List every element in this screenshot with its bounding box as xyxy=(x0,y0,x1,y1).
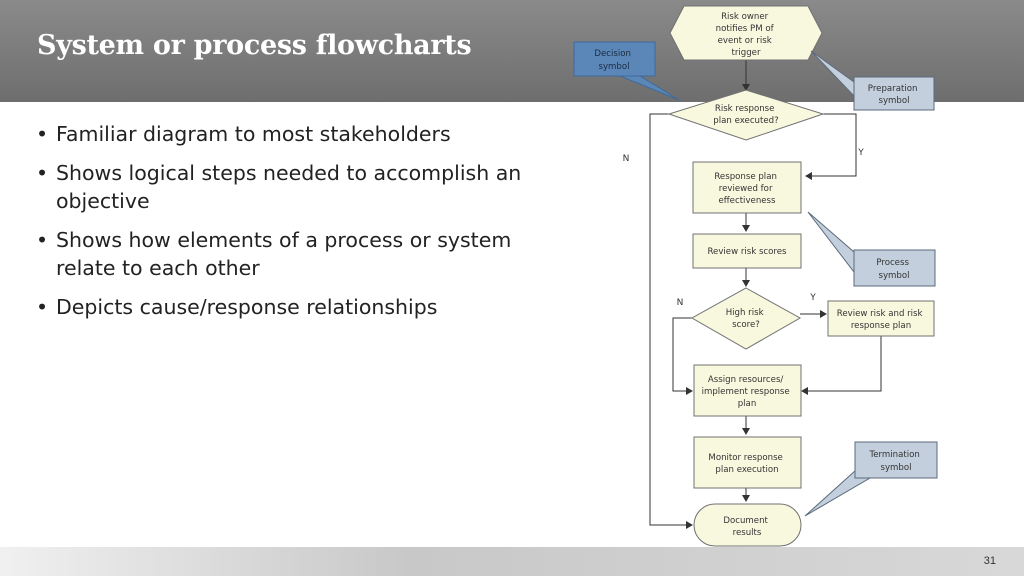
decision-shape xyxy=(667,89,825,141)
svg-text:Risk response plan execu: Risk response plan executed? xyxy=(713,104,778,126)
connector-decision1-no xyxy=(649,113,693,529)
decision1-line: Risk response xyxy=(715,104,775,114)
document-node: Document results xyxy=(693,503,802,547)
review-plan-node: Review risk and risk response plan xyxy=(827,300,935,337)
svg-text:Monitor response plan ex: Monitor response plan execution xyxy=(708,453,785,475)
reviewed-line: reviewed for xyxy=(719,184,773,194)
callout-pointer xyxy=(619,75,680,101)
decision-callout-line: symbol xyxy=(598,62,629,72)
bullet-item: Shows how elements of a process or syste… xyxy=(36,226,576,282)
footer-bar xyxy=(0,547,1024,576)
svg-text:Response plan reviewed f: Response plan reviewed for effectiveness xyxy=(714,172,779,206)
preparation-callout-line: symbol xyxy=(878,96,909,106)
decision-callout: Decision symbol xyxy=(573,41,680,101)
callout-pointer xyxy=(807,211,855,274)
callout-box xyxy=(853,249,936,287)
monitor-line: Monitor response xyxy=(708,453,782,463)
document-line: Document xyxy=(723,516,768,526)
monitor-node: Monitor response plan execution xyxy=(693,436,802,489)
review-plan-line: Review risk and risk xyxy=(837,309,923,319)
bullet-list: Familiar diagram to most stakeholders Sh… xyxy=(36,120,576,332)
start-node-line: trigger xyxy=(731,48,760,58)
svg-text:Termination symbol: Termination symbol xyxy=(868,450,922,473)
decision2-line: High risk xyxy=(726,308,764,318)
decision1-no-label: N xyxy=(623,154,630,164)
svg-text:Assign resources/ implem: Assign resources/ implement response pla… xyxy=(702,375,793,409)
decision-callout-line: Decision xyxy=(594,49,631,59)
svg-text:Process symbol: Process symbol xyxy=(876,258,911,281)
termination-shape xyxy=(693,503,802,547)
bullet-item: Depicts cause/response relationships xyxy=(36,293,576,321)
connector-review-to-assign xyxy=(801,336,882,395)
decision1-node: Risk response plan executed? xyxy=(667,89,825,141)
assign-line: implement response xyxy=(702,387,790,397)
start-node: Risk owner notifies PM of event or risk … xyxy=(669,5,823,61)
callout-box xyxy=(853,76,935,111)
scores-node: Review risk scores xyxy=(692,233,802,269)
decision-shape xyxy=(690,287,802,350)
preparation-shape xyxy=(669,5,823,61)
callout-box xyxy=(573,41,656,77)
process-shape xyxy=(693,436,802,489)
callout-box xyxy=(854,441,938,479)
svg-text:High risk score?: High risk score? xyxy=(726,308,767,330)
bullet-item: Shows logical steps needed to accomplish… xyxy=(36,159,576,215)
connector-decision2-no xyxy=(672,317,693,395)
reviewed-line: Response plan xyxy=(714,172,777,182)
svg-text:Decision symbol: Decision symbol xyxy=(594,49,633,72)
svg-text:Review risk and risk res: Review risk and risk response plan xyxy=(837,309,926,331)
termination-callout: Termination symbol xyxy=(804,441,938,517)
process-shape xyxy=(692,233,802,269)
decision2-line: score? xyxy=(732,320,760,330)
svg-text:Document results: Document results xyxy=(723,516,770,538)
process-callout-line: symbol xyxy=(878,271,909,281)
reviewed-line: effectiveness xyxy=(718,196,776,206)
termination-callout-line: Termination xyxy=(868,450,919,460)
termination-callout-line: symbol xyxy=(880,463,911,473)
decision1-yes-label: Y xyxy=(857,148,864,158)
preparation-callout: Preparation symbol xyxy=(810,50,935,111)
start-node-line: notifies PM of xyxy=(716,24,775,34)
decision2-yes-label: Y xyxy=(809,293,816,303)
slide-title: System or process flowcharts xyxy=(37,30,472,61)
process-shape xyxy=(827,300,935,337)
assign-line: plan xyxy=(738,399,757,409)
process-callout: Process symbol xyxy=(807,211,936,287)
svg-text:Risk owner notifies PM o: Risk owner notifies PM of event or risk … xyxy=(716,12,777,58)
process-shape xyxy=(693,364,802,417)
preparation-callout-line: Preparation xyxy=(868,84,918,94)
callout-pointer xyxy=(810,50,855,98)
start-node-line: event or risk xyxy=(718,36,772,46)
page-number: 31 xyxy=(983,555,996,567)
connector-decision1-yes xyxy=(805,113,857,180)
bullet-item: Familiar diagram to most stakeholders xyxy=(36,120,576,148)
assign-line: Assign resources/ xyxy=(708,375,784,385)
monitor-line: plan execution xyxy=(715,465,778,475)
process-shape xyxy=(692,161,802,214)
start-node-line: Risk owner xyxy=(721,12,769,22)
decision1-line: plan executed? xyxy=(713,116,778,126)
decision2-node: High risk score? xyxy=(690,287,802,350)
document-line: results xyxy=(733,528,762,538)
scores-text: Review risk scores xyxy=(707,247,787,257)
process-callout-line: Process xyxy=(876,258,909,268)
assign-node: Assign resources/ implement response pla… xyxy=(693,364,802,417)
svg-text:Preparation symbol: Preparation symbol xyxy=(868,84,920,106)
connectors xyxy=(649,60,882,529)
reviewed-node: Response plan reviewed for effectiveness xyxy=(692,161,802,214)
decision2-no-label: N xyxy=(677,298,684,308)
review-plan-line: response plan xyxy=(851,321,911,331)
